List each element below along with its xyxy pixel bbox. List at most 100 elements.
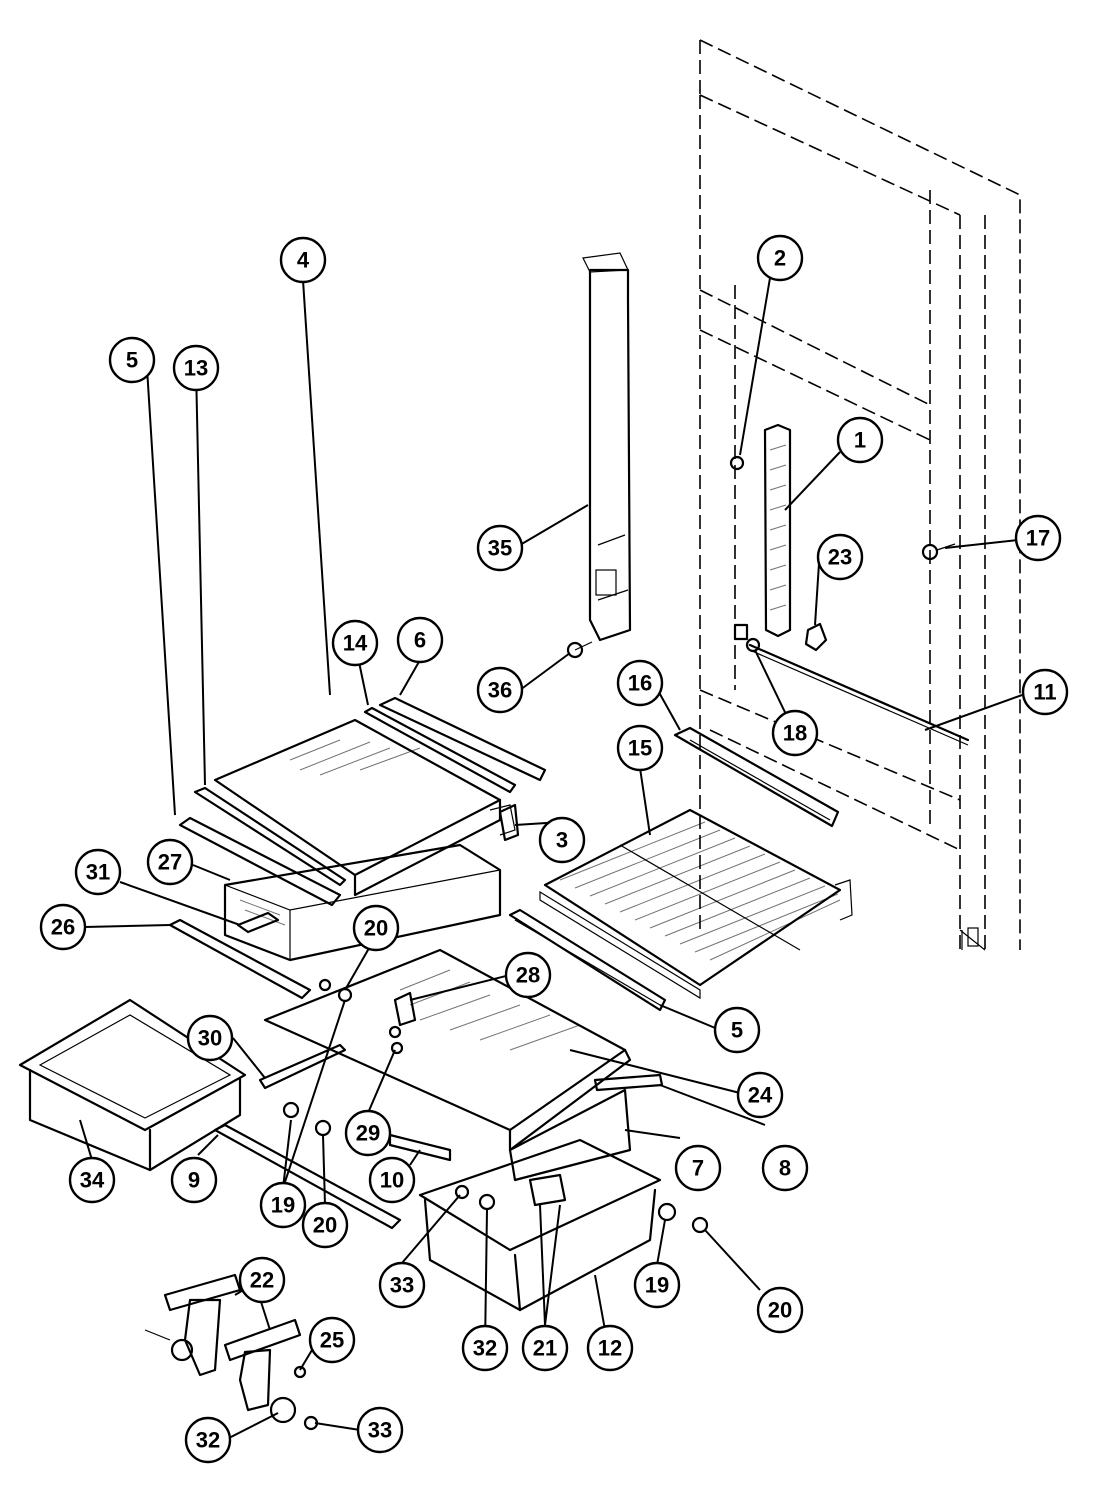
callout-19: 19 bbox=[259, 1181, 307, 1229]
part-22-hinge bbox=[144, 1273, 319, 1431]
svg-text:33: 33 bbox=[368, 1418, 392, 1443]
callout-9: 9 bbox=[170, 1156, 218, 1204]
svg-text:5: 5 bbox=[126, 348, 138, 373]
callout-18: 18 bbox=[771, 709, 819, 757]
part-11-rod bbox=[748, 643, 970, 746]
callout-12: 12 bbox=[586, 1324, 634, 1372]
part-14-trim bbox=[363, 706, 517, 794]
svg-text:29: 29 bbox=[356, 1121, 380, 1146]
callouts: 1 2 3 4 5 5 6 7 8 9 10 11 12 13 14 15 16… bbox=[39, 234, 1069, 1464]
svg-text:1: 1 bbox=[854, 428, 866, 453]
callout-10: 10 bbox=[368, 1156, 416, 1204]
callout-32: 32 bbox=[461, 1324, 509, 1372]
callout-3: 3 bbox=[538, 816, 586, 864]
part-28-bracket bbox=[388, 991, 417, 1039]
part-5-rail-left bbox=[178, 816, 342, 907]
part-33-screw-a bbox=[454, 1184, 470, 1200]
callout-31: 31 bbox=[74, 848, 122, 896]
callout-27: 27 bbox=[146, 838, 194, 886]
svg-text:13: 13 bbox=[184, 356, 208, 381]
callout-17: 17 bbox=[1014, 514, 1062, 562]
part-15-wire-shelf bbox=[539, 808, 853, 1000]
callout-20: 20 bbox=[756, 1286, 804, 1334]
callout-20: 20 bbox=[352, 904, 400, 952]
callout-35: 35 bbox=[476, 524, 524, 572]
svg-text:33: 33 bbox=[390, 1273, 414, 1298]
svg-text:7: 7 bbox=[692, 1156, 704, 1181]
callout-2: 2 bbox=[756, 234, 804, 282]
svg-text:27: 27 bbox=[158, 850, 182, 875]
part-32-washer-a bbox=[478, 1193, 496, 1211]
part-26-rail bbox=[168, 918, 312, 1000]
svg-text:30: 30 bbox=[198, 1026, 222, 1051]
part-8-rail bbox=[593, 1073, 664, 1092]
part-17-screw bbox=[921, 543, 956, 561]
part-4-glass-shelf bbox=[213, 718, 516, 897]
svg-text:10: 10 bbox=[380, 1168, 404, 1193]
callout-15: 15 bbox=[616, 724, 664, 772]
svg-text:11: 11 bbox=[1033, 680, 1056, 705]
part-27-cover-frame bbox=[223, 843, 502, 962]
callout-36: 36 bbox=[476, 666, 524, 714]
callout-30: 30 bbox=[186, 1014, 234, 1062]
part-3-bracket bbox=[498, 803, 520, 842]
part-36-screw bbox=[566, 641, 593, 659]
svg-text:19: 19 bbox=[645, 1273, 669, 1298]
svg-text:18: 18 bbox=[783, 721, 807, 746]
callout-25: 25 bbox=[308, 1316, 356, 1364]
callout-4: 4 bbox=[279, 236, 327, 284]
callout-28: 28 bbox=[504, 951, 552, 999]
part-29-screw bbox=[390, 1041, 404, 1055]
part-24-glass-shelf bbox=[263, 948, 632, 1152]
svg-text:20: 20 bbox=[364, 916, 388, 941]
svg-text:21: 21 bbox=[533, 1336, 557, 1361]
svg-text:15: 15 bbox=[628, 736, 652, 761]
callout-33: 33 bbox=[356, 1406, 404, 1454]
svg-text:34: 34 bbox=[80, 1168, 105, 1193]
part-12-drawer bbox=[418, 1138, 662, 1312]
callout-20: 20 bbox=[301, 1201, 349, 1249]
part-1-shelf-ladder bbox=[763, 423, 792, 638]
part-21-insert bbox=[528, 1173, 567, 1207]
svg-text:26: 26 bbox=[51, 915, 75, 940]
svg-text:12: 12 bbox=[598, 1336, 622, 1361]
callout-33: 33 bbox=[378, 1261, 426, 1309]
svg-text:5: 5 bbox=[731, 1018, 743, 1043]
svg-text:17: 17 bbox=[1026, 526, 1050, 551]
callout-1: 1 bbox=[836, 416, 884, 464]
callout-7: 7 bbox=[674, 1144, 722, 1192]
callout-34: 34 bbox=[68, 1156, 116, 1204]
callout-19: 19 bbox=[633, 1261, 681, 1309]
part-31-insert bbox=[236, 911, 280, 934]
callout-5: 5 bbox=[108, 336, 156, 384]
part-20-nut-b bbox=[691, 1216, 709, 1234]
svg-text:25: 25 bbox=[320, 1328, 344, 1353]
callout-13: 13 bbox=[172, 344, 220, 392]
callout-11: 11 bbox=[1021, 668, 1069, 716]
part-35-air-duct bbox=[582, 252, 632, 642]
cabinet-outline bbox=[699, 39, 1021, 951]
callout-16: 16 bbox=[616, 659, 664, 707]
part-20-nut-top bbox=[318, 978, 353, 1003]
callout-8: 8 bbox=[761, 1144, 809, 1192]
svg-text:32: 32 bbox=[473, 1336, 497, 1361]
svg-text:14: 14 bbox=[343, 631, 368, 656]
callout-14: 14 bbox=[331, 619, 379, 667]
part-23-cap bbox=[804, 622, 828, 652]
part-30-bar bbox=[258, 1043, 347, 1090]
svg-text:2: 2 bbox=[774, 246, 786, 271]
svg-text:9: 9 bbox=[188, 1168, 200, 1193]
part-10-clip bbox=[388, 1133, 452, 1162]
callout-23: 23 bbox=[816, 533, 864, 581]
callout-24: 24 bbox=[736, 1071, 784, 1119]
part-2-clip bbox=[729, 455, 745, 471]
svg-text:6: 6 bbox=[414, 628, 426, 653]
svg-text:31: 31 bbox=[86, 860, 110, 885]
svg-text:16: 16 bbox=[628, 671, 652, 696]
svg-text:8: 8 bbox=[779, 1156, 791, 1181]
part-20-nut-a bbox=[314, 1119, 332, 1137]
svg-text:35: 35 bbox=[488, 536, 512, 561]
callout-21: 21 bbox=[521, 1324, 569, 1372]
callout-32: 32 bbox=[184, 1416, 232, 1464]
